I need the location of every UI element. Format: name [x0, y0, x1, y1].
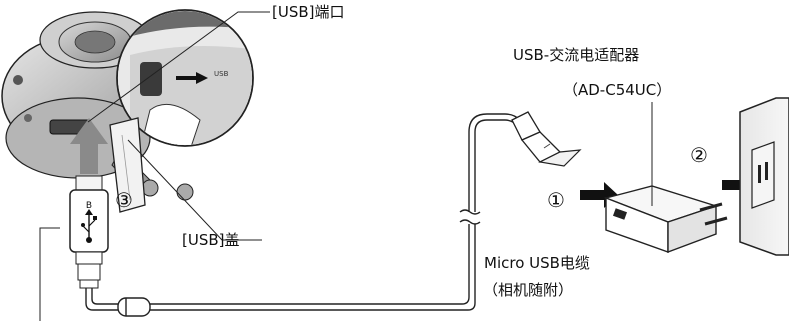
usb-a-plug [511, 111, 582, 167]
adapter-name-label: USB-交流电适配器 [513, 46, 640, 64]
usb-cover-flap [109, 117, 146, 213]
usb-port-label: [USB]端口 [272, 3, 345, 21]
ac-adapter [603, 102, 728, 254]
cable-name-label: Micro USB电缆 [484, 254, 590, 272]
port-zoom-detail: USB [116, 9, 254, 147]
cable-note-label: （相机随附） [483, 281, 574, 299]
insert-arrow-up [70, 118, 108, 174]
usb-cover-label: [USB]盖 [182, 231, 240, 249]
plug-b-letter: B [86, 201, 92, 211]
step-1-marker: ① [547, 188, 565, 212]
leader-lines [39, 11, 270, 321]
adapter-model-label: （AD-C54UC） [563, 81, 672, 99]
usb-cable [85, 113, 521, 317]
wall-outlet [739, 97, 789, 256]
port-small-text: USB [214, 70, 229, 78]
micro-usb-plug: B [69, 175, 109, 289]
step-2-marker: ② [690, 143, 708, 167]
step-3-marker: ③ [115, 188, 133, 212]
